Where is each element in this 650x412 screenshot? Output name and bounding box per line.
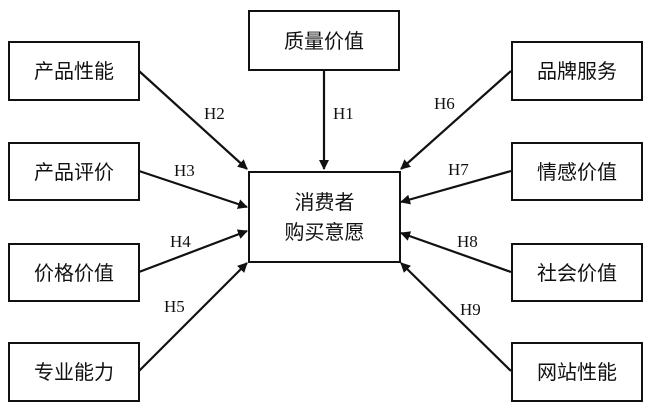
factor-box-social-value: 社会价值 (511, 243, 643, 302)
factor-label: 网站性能 (537, 360, 617, 384)
factor-label: 质量价值 (284, 28, 364, 53)
factor-label: 产品评价 (34, 159, 114, 184)
hypothesis-label-h3: H3 (174, 161, 195, 180)
center-label-line-2: 购买意愿 (284, 220, 365, 244)
factor-box-quality: 质量价值 (248, 10, 400, 71)
factor-box-brand-service: 品牌服务 (511, 41, 643, 101)
factor-label: 情感价值 (537, 159, 617, 184)
center-box-purchase-intention: 消费者 购买意愿 (248, 171, 401, 263)
factor-box-price-value: 价格价值 (8, 243, 140, 302)
factor-box-product-review: 产品评价 (8, 142, 140, 201)
hypothesis-label-h7: H7 (448, 160, 469, 179)
arrow-h2 (138, 70, 248, 170)
factor-label: 专业能力 (34, 360, 114, 384)
arrow-h4 (138, 229, 248, 274)
arrow-h7 (400, 169, 512, 205)
hypothesis-label-h1: H1 (333, 104, 354, 123)
arrow-h3 (138, 169, 248, 209)
hypothesis-label-h5: H5 (164, 297, 185, 316)
arrow-h8 (400, 231, 512, 274)
factor-label: 价格价值 (34, 260, 114, 285)
factor-box-emotional-value: 情感价值 (511, 142, 643, 201)
factor-label: 社会价值 (537, 260, 617, 285)
hypothesis-label-h6: H6 (434, 94, 455, 113)
factor-label: 产品性能 (34, 59, 114, 83)
factor-box-website-performance: 网站性能 (511, 342, 643, 402)
arrow-h9 (400, 262, 512, 372)
hypothesis-label-h4: H4 (170, 232, 191, 251)
hypothesis-label-h8: H8 (457, 232, 478, 251)
center-label-line-1: 消费者 (294, 190, 355, 214)
factor-label: 品牌服务 (537, 59, 617, 83)
arrow-h5 (138, 262, 248, 372)
arrow-h6 (400, 70, 512, 170)
hypothesis-label-h2: H2 (204, 104, 225, 123)
hypothesis-label-h9: H9 (460, 300, 481, 319)
factor-box-expertise: 专业能力 (8, 342, 140, 402)
factor-box-product-performance: 产品性能 (8, 41, 140, 101)
